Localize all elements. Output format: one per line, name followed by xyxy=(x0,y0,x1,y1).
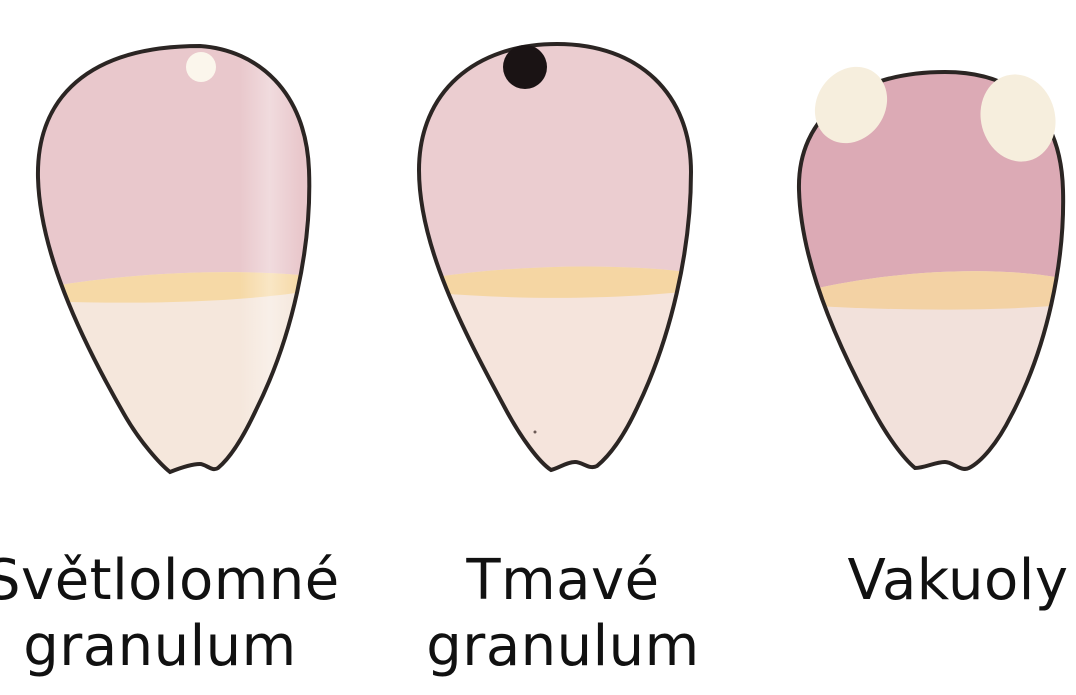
cell-figure-vakuoly xyxy=(785,0,1076,520)
caption-line1: Světlolomné xyxy=(0,548,335,614)
caption-vakuoly: Vakuoly xyxy=(840,548,1076,614)
cell-figure-svetlolomne xyxy=(20,0,340,520)
light-granule xyxy=(186,52,216,82)
cell-drawing-tmave xyxy=(405,0,725,520)
caption-tmave: Tmavé granulum xyxy=(403,548,723,680)
caption-line2: granulum xyxy=(403,614,723,680)
caption-line2: granulum xyxy=(0,614,335,680)
speck xyxy=(534,431,537,434)
cell-figure-tmave xyxy=(405,0,725,520)
paper-fold-highlight xyxy=(240,40,300,480)
caption-svetlolomne: Světlolomné granulum xyxy=(0,548,335,680)
cell-drawing-svetlolomne xyxy=(20,0,340,520)
cell-drawing-vakuoly xyxy=(785,0,1076,520)
dark-granule xyxy=(503,45,547,89)
caption-line1: Vakuoly xyxy=(840,548,1076,614)
caption-line1: Tmavé xyxy=(403,548,723,614)
